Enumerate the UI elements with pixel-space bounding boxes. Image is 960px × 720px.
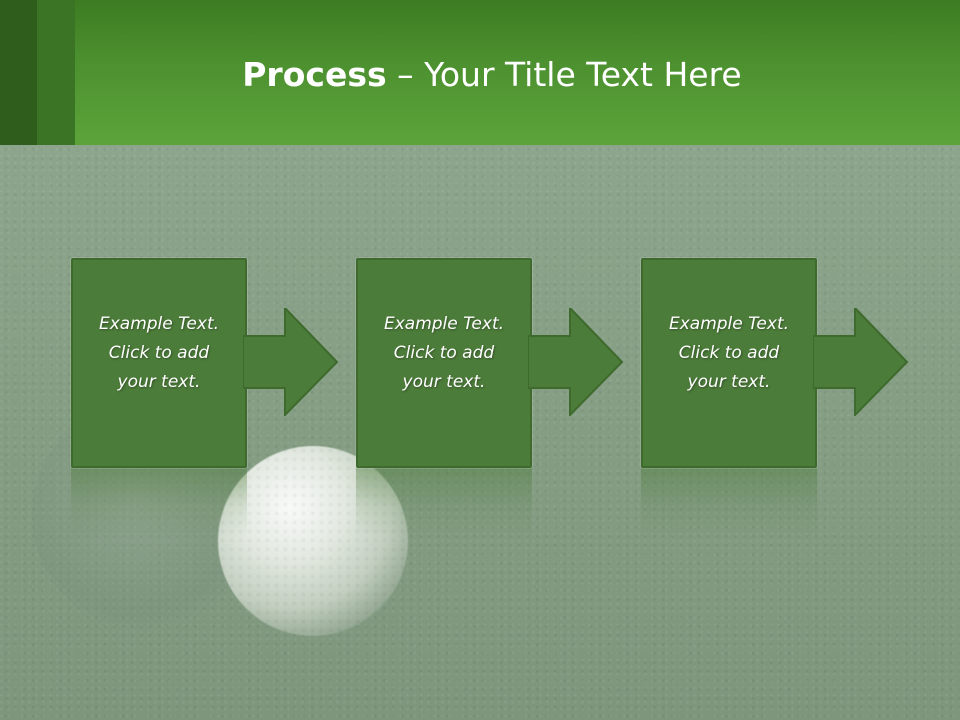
header-stripe-dark xyxy=(0,0,37,145)
step-text[interactable]: Example Text. Click to add your text. xyxy=(668,314,790,392)
process-step-2[interactable]: Example Text. Click to add your text. xyxy=(356,258,624,468)
step-text[interactable]: Example Text. Click to add your text. xyxy=(383,314,505,392)
golf-ball-image xyxy=(218,446,408,636)
step-reflection xyxy=(71,468,247,538)
step-text[interactable]: Example Text. Click to add your text. xyxy=(98,314,220,392)
process-step-3[interactable]: Example Text. Click to add your text. xyxy=(641,258,909,468)
step-box[interactable] xyxy=(71,258,247,468)
arrow-right-icon xyxy=(528,308,624,416)
title-bar: Process – Your Title Text Here xyxy=(0,0,960,145)
header-stripe-mid xyxy=(37,0,75,145)
step-reflection xyxy=(356,468,532,538)
slide-title[interactable]: Process – Your Title Text Here xyxy=(0,55,960,95)
step-box[interactable] xyxy=(641,258,817,468)
arrow-right-icon xyxy=(813,308,909,416)
step-reflection xyxy=(641,468,817,538)
process-step-1[interactable]: Example Text. Click to add your text. xyxy=(71,258,339,468)
arrow-right-icon xyxy=(243,308,339,416)
title-bold-word: Process xyxy=(242,55,387,94)
title-rest: – Your Title Text Here xyxy=(386,55,742,94)
